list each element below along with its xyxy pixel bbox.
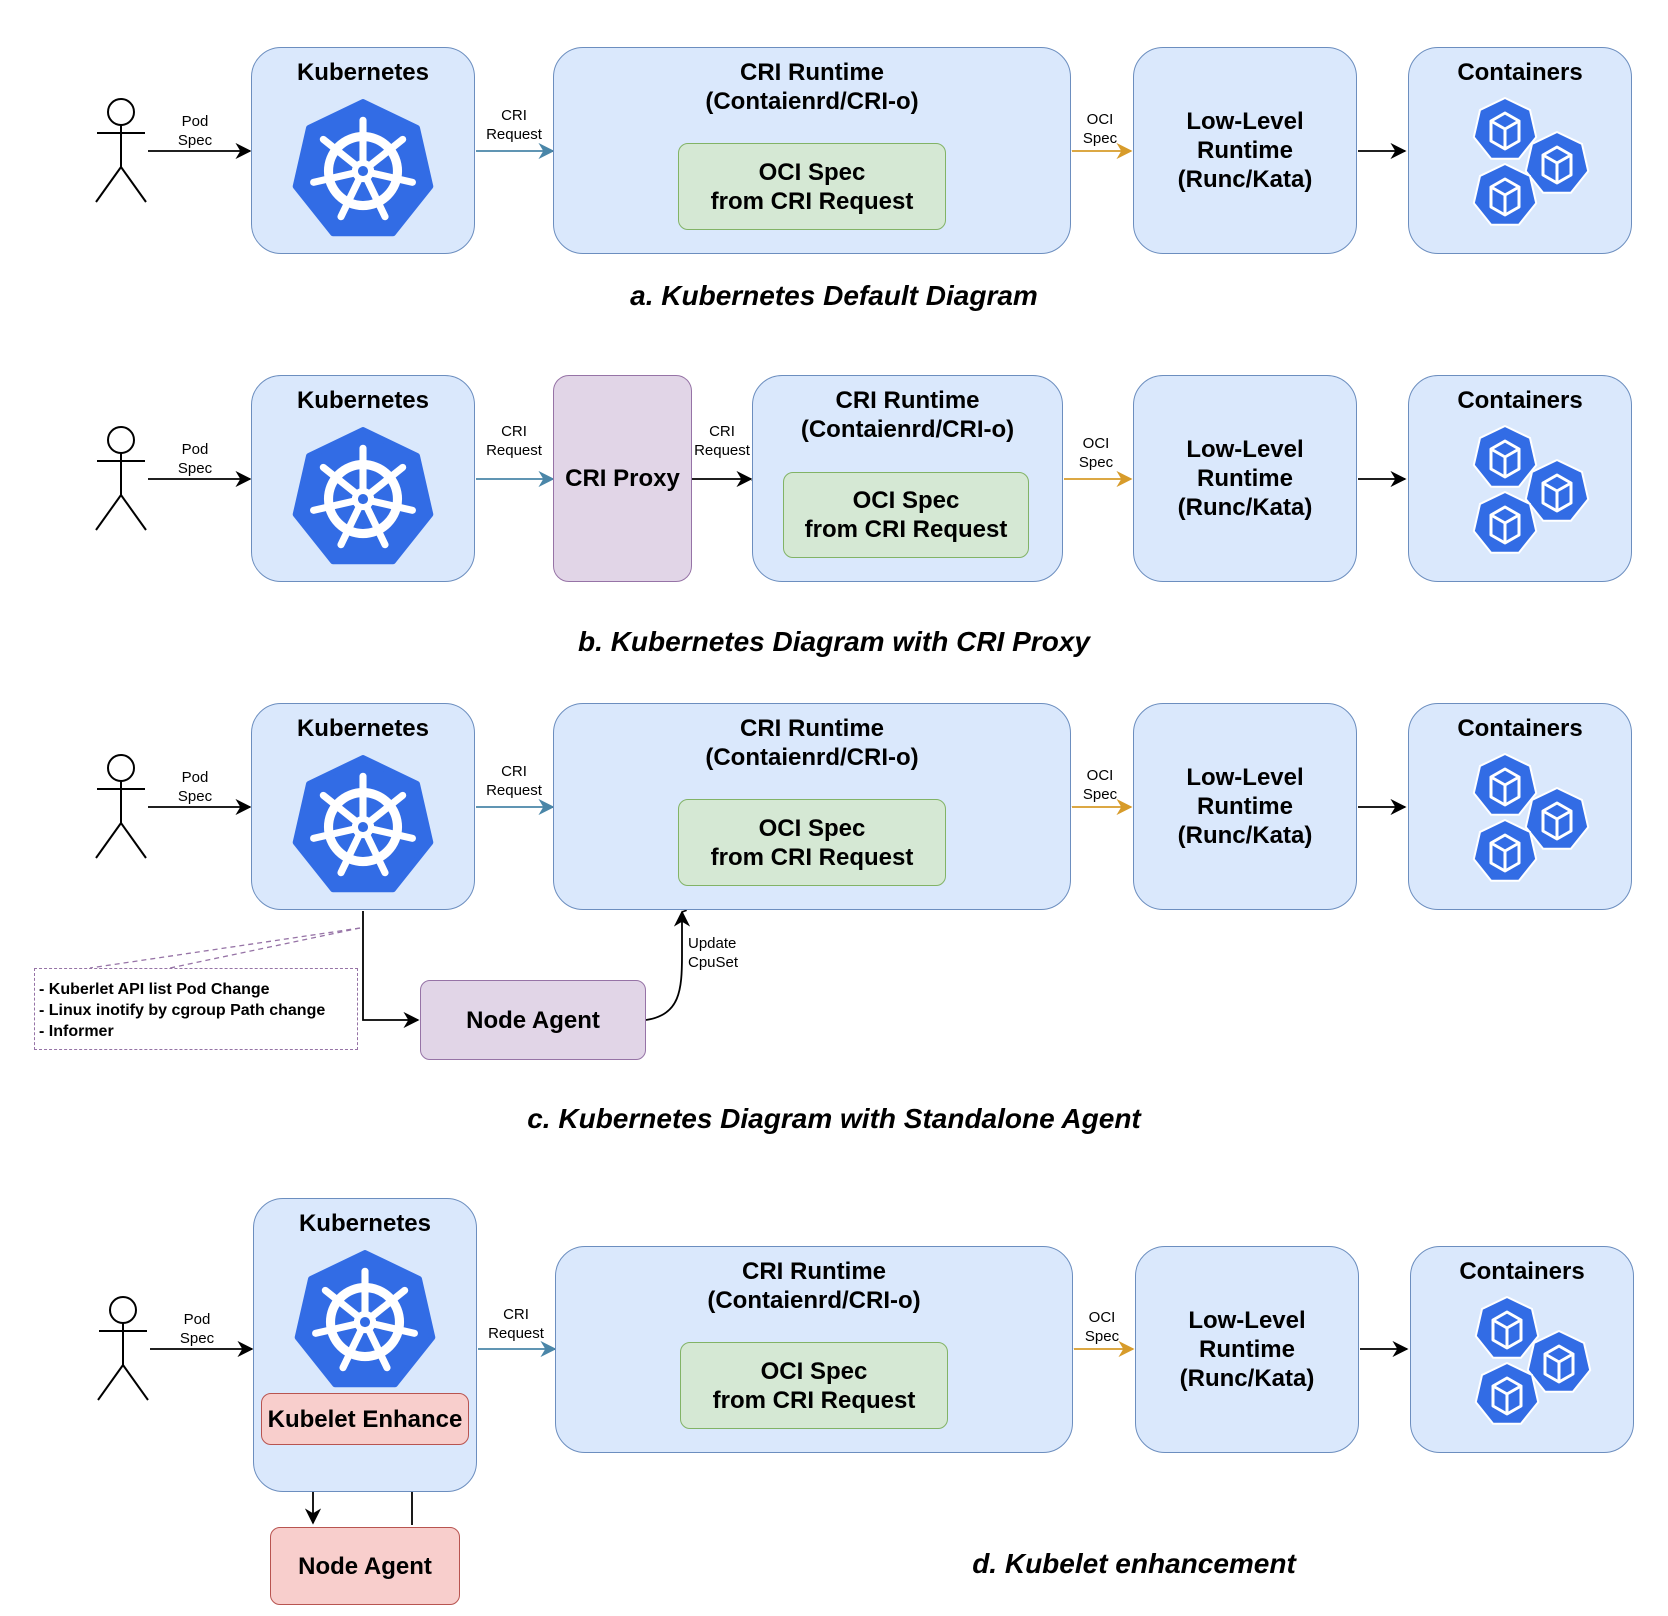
pod-spec-label: Pod Spec xyxy=(177,441,213,477)
kubernetes-label: Kubernetes xyxy=(298,1210,432,1237)
containers-box-a: Containers xyxy=(1408,47,1632,254)
oci-spec-label: OCI Spec from CRI Request xyxy=(712,1357,916,1414)
containers-box-b: Containers xyxy=(1408,375,1632,582)
low-level-runtime-box-a: Low-Level Runtime (Runc/Kata) xyxy=(1133,47,1357,254)
note-link-1-c xyxy=(89,927,361,969)
containers-cubes-icon xyxy=(1472,96,1590,226)
pod-spec-label: Pod Spec xyxy=(177,113,213,149)
cri-request-label: CRI Request xyxy=(486,107,542,143)
kubernetes-helm-icon xyxy=(292,99,434,237)
oci-spec-edge-label: OCI Spec xyxy=(1082,111,1118,147)
containers-label: Containers xyxy=(1457,387,1583,414)
oci-spec-box-d: OCI Spec from CRI Request xyxy=(680,1342,948,1429)
oci-spec-box-b: OCI Spec from CRI Request xyxy=(783,472,1029,558)
containers-cubes-icon xyxy=(1474,1295,1592,1425)
edge-k8s-to-agent-c xyxy=(362,911,420,1029)
kubernetes-label: Kubernetes xyxy=(296,715,430,742)
oci-spec-label: OCI Spec from CRI Request xyxy=(804,487,1008,543)
cri-request-label: CRI Request xyxy=(486,763,542,799)
kubernetes-box-a: Kubernetes xyxy=(251,47,475,254)
low-level-runtime-label: Low-Level Runtime (Runc/Kata) xyxy=(1177,764,1313,849)
containers-cubes-icon xyxy=(1472,752,1590,882)
cri-request-label: CRI Request xyxy=(486,423,542,459)
cri-request-label: CRI Request xyxy=(694,423,750,459)
kubernetes-box-b: Kubernetes xyxy=(251,375,475,582)
cri-runtime-label: CRI Runtime (Contaienrd/CRI-o) xyxy=(707,1258,921,1314)
notes-box-c: - Kuberlet API list Pod Change - Linux i… xyxy=(34,968,358,1050)
node-agent-label: Node Agent xyxy=(298,1552,432,1580)
kubelet-enhance-box-d: Kubelet Enhance xyxy=(261,1393,469,1445)
actor-d xyxy=(97,1296,149,1401)
caption-d: d. Kubelet enhancement xyxy=(972,1548,1296,1579)
containers-cubes-icon xyxy=(1472,424,1590,554)
oci-spec-edge-label: OCI Spec xyxy=(1084,1309,1120,1345)
node-agent-box-d: Node Agent xyxy=(270,1527,460,1605)
cri-proxy-label: CRI Proxy xyxy=(565,465,680,492)
node-agent-label: Node Agent xyxy=(466,1006,600,1034)
update-cpuset-label: Update CpuSet xyxy=(688,935,739,971)
cri-request-label: CRI Request xyxy=(488,1306,544,1342)
kubernetes-box-c: Kubernetes xyxy=(251,703,475,910)
kubernetes-box-d: Kubernetes xyxy=(253,1198,477,1492)
kubernetes-helm-icon xyxy=(292,427,434,565)
cri-runtime-label: CRI Runtime (Contaienrd/CRI-o) xyxy=(800,387,1015,443)
cri-runtime-label: CRI Runtime (Contaienrd/CRI-o) xyxy=(705,59,919,115)
oci-spec-label: OCI Spec from CRI Request xyxy=(710,814,914,871)
caption-a: a. Kubernetes Default Diagram xyxy=(630,280,1038,311)
edge-agent-update-c xyxy=(645,910,691,1021)
containers-box-c: Containers xyxy=(1408,703,1632,910)
containers-label: Containers xyxy=(1459,1258,1585,1285)
actor-b xyxy=(95,426,147,531)
kubernetes-label: Kubernetes xyxy=(296,387,430,414)
pod-spec-label: Pod Spec xyxy=(179,1311,215,1347)
cri-proxy-box-b: CRI Proxy xyxy=(553,375,692,582)
low-level-runtime-box-b: Low-Level Runtime (Runc/Kata) xyxy=(1133,375,1357,582)
low-level-runtime-box-c: Low-Level Runtime (Runc/Kata) xyxy=(1133,703,1357,910)
low-level-runtime-label: Low-Level Runtime (Runc/Kata) xyxy=(1177,436,1313,521)
caption-c: c. Kubernetes Diagram with Standalone Ag… xyxy=(527,1103,1141,1134)
low-level-runtime-box-d: Low-Level Runtime (Runc/Kata) xyxy=(1135,1246,1359,1453)
cri-runtime-label: CRI Runtime (Contaienrd/CRI-o) xyxy=(705,715,919,771)
low-level-runtime-label: Low-Level Runtime (Runc/Kata) xyxy=(1179,1307,1315,1392)
oci-spec-edge-label: OCI Spec xyxy=(1082,767,1118,803)
note-link-2-c xyxy=(169,927,361,969)
actor-a xyxy=(95,98,147,203)
containers-box-d: Containers xyxy=(1410,1246,1634,1453)
kubernetes-helm-icon xyxy=(294,1250,436,1388)
oci-spec-edge-label: OCI Spec xyxy=(1078,435,1114,471)
containers-label: Containers xyxy=(1457,59,1583,86)
oci-spec-label: OCI Spec from CRI Request xyxy=(710,158,914,215)
oci-spec-box-c: OCI Spec from CRI Request xyxy=(678,799,946,886)
kubelet-enhance-label: Kubelet Enhance xyxy=(267,1405,463,1433)
caption-b: b. Kubernetes Diagram with CRI Proxy xyxy=(578,626,1090,657)
actor-c xyxy=(95,754,147,859)
low-level-runtime-label: Low-Level Runtime (Runc/Kata) xyxy=(1177,108,1313,193)
kubernetes-label: Kubernetes xyxy=(296,59,430,86)
kubernetes-helm-icon xyxy=(292,755,434,893)
node-agent-box-c: Node Agent xyxy=(420,980,646,1060)
containers-label: Containers xyxy=(1457,715,1583,742)
oci-spec-box-a: OCI Spec from CRI Request xyxy=(678,143,946,230)
pod-spec-label: Pod Spec xyxy=(177,769,213,805)
